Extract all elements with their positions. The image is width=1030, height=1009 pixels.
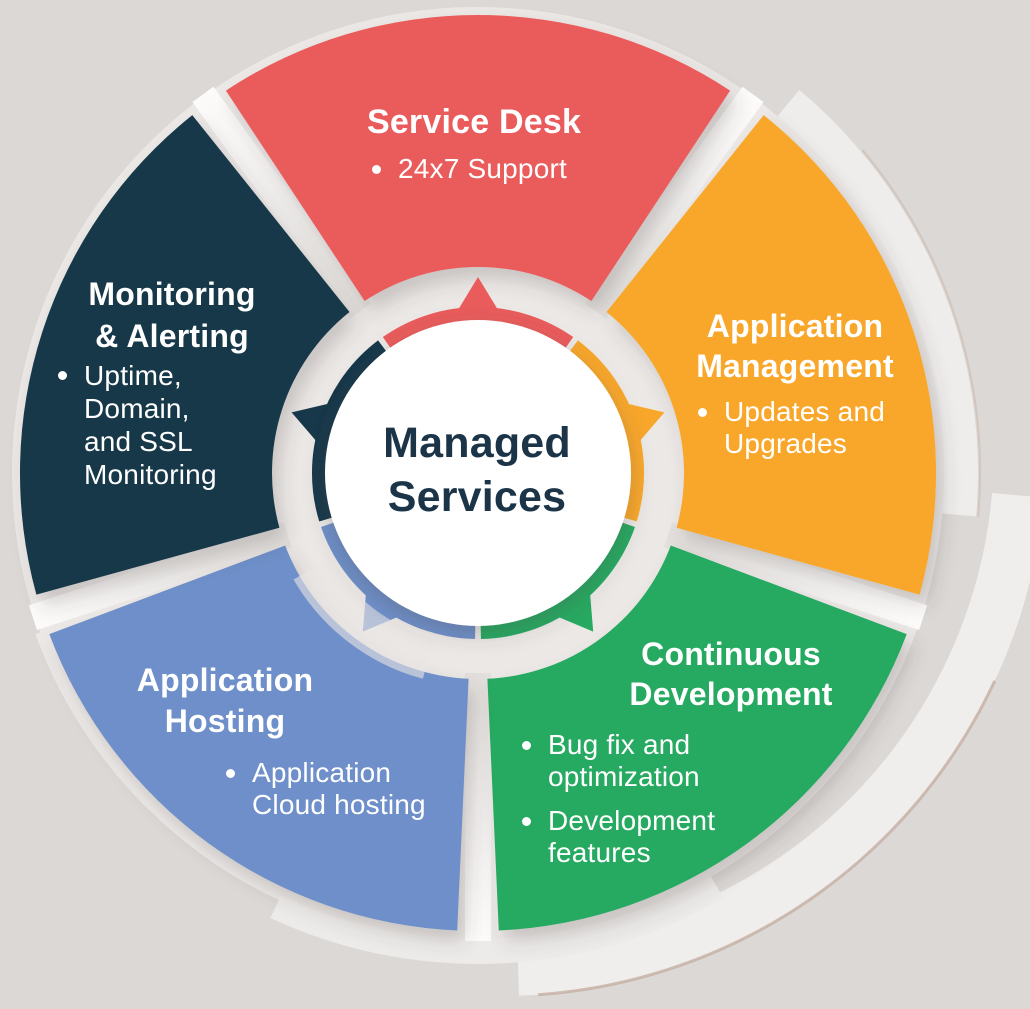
bullet-text: Uptime, Domain, and SSL Monitoring <box>84 360 217 490</box>
swirl-arc-bottom-right <box>517 493 1030 996</box>
gap-band <box>192 86 371 319</box>
segment-monitoring-alerting <box>19 115 350 595</box>
bullet-item: Uptime, Domain, and SSL Monitoring <box>58 359 217 491</box>
segment-bullets-application-hosting: Application Cloud hosting <box>226 757 426 821</box>
bullet-dot-icon <box>58 371 67 380</box>
ring-arc-continuous-development <box>480 521 635 639</box>
segment-title-application-management: Application Management <box>696 308 894 384</box>
bullet-dot-icon <box>372 165 381 174</box>
swirl-edge-line-right <box>861 149 981 517</box>
center-title: Managed Services <box>383 419 571 521</box>
segment-gap-bands <box>28 86 928 941</box>
segment-bullets-service-desk: 24x7 Support <box>372 153 567 185</box>
bullet-item: Bug fix and optimization <box>522 729 715 793</box>
segment-title-application-hosting: Application Hosting <box>136 662 314 739</box>
bullet-dot-icon <box>698 408 707 417</box>
bullet-dot-icon <box>226 769 235 778</box>
gap-band <box>28 522 292 630</box>
segment-service-desk <box>225 14 731 302</box>
swirl-edge-line-bottom <box>537 680 997 997</box>
center-circle <box>325 320 631 626</box>
segment-application-hosting <box>49 545 469 931</box>
bullet-item: Development features <box>522 805 715 869</box>
segment-title-continuous-development: Continuous Development <box>629 636 833 712</box>
segment-bullets-application-management: Updates and Upgrades <box>698 396 885 460</box>
swirl-arc-right <box>773 89 978 517</box>
ring-arc-monitoring-alerting <box>312 340 388 522</box>
bullet-dot-icon <box>522 817 531 826</box>
segment-continuous-development <box>487 545 907 931</box>
bullet-item: 24x7 Support <box>372 153 567 185</box>
segment-title-monitoring-alerting: Monitoring & Alerting <box>88 276 256 354</box>
ring-arc-application-management <box>568 340 644 522</box>
bullet-text: Updates and Upgrades <box>724 396 885 459</box>
gap-band <box>465 673 491 941</box>
bullet-text: Bug fix and optimization <box>548 729 700 792</box>
bullet-item: Updates and Upgrades <box>698 396 885 460</box>
segment-bullets-monitoring-alerting: Uptime, Domain, and SSL Monitoring <box>58 359 217 491</box>
ring-arc-application-hosting <box>321 521 476 639</box>
ring-arc-service-desk <box>382 307 574 351</box>
bullet-text: Application Cloud hosting <box>252 757 426 820</box>
swirl-over-hub <box>293 558 435 679</box>
bullet-item: Application Cloud hosting <box>226 757 426 821</box>
bullet-dot-icon <box>522 741 531 750</box>
gap-band <box>664 522 928 630</box>
gap-band <box>585 86 764 319</box>
segment-bullets-continuous-development: Bug fix and optimization Development fea… <box>522 729 715 869</box>
segment-application-management <box>606 115 937 595</box>
segment-title-service-desk: Service Desk <box>366 103 582 141</box>
bullet-text: 24x7 Support <box>398 153 567 184</box>
bullet-text: Development features <box>548 805 716 868</box>
